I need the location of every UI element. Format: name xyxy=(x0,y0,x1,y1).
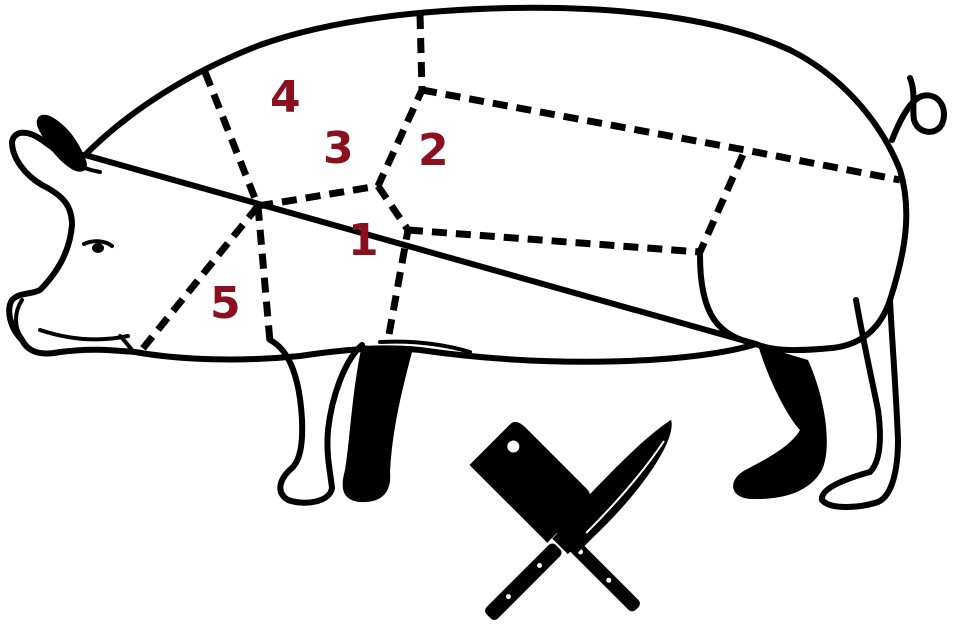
cut-label-4: 4 xyxy=(270,72,301,123)
pig-snout xyxy=(14,298,136,354)
cut-labels: 4 3 2 1 5 xyxy=(210,72,449,329)
far-legs xyxy=(342,345,827,503)
cut-lines xyxy=(137,13,901,355)
cut-label-1: 1 xyxy=(348,215,379,266)
pig-eye xyxy=(82,239,114,253)
pig-tail xyxy=(889,75,947,143)
front-legs xyxy=(267,297,901,510)
pig-silhouette xyxy=(6,4,910,365)
cut-label-5: 5 xyxy=(210,278,241,329)
pig-ear xyxy=(36,114,87,172)
chef-knife-icon xyxy=(485,419,672,620)
cut-label-3: 3 xyxy=(323,123,354,174)
crossed-knives xyxy=(469,419,672,620)
cut-label-2: 2 xyxy=(418,125,449,176)
